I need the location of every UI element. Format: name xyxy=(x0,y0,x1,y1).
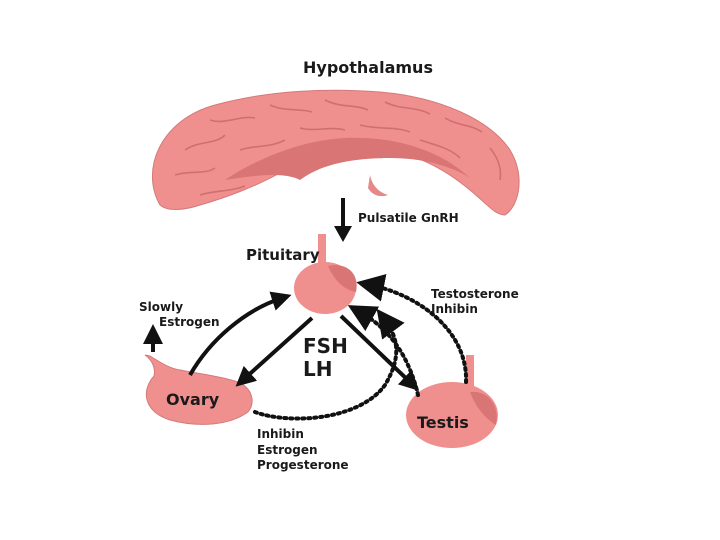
fsh-text: FSH xyxy=(303,334,348,358)
feedback-testis-outer xyxy=(356,274,469,384)
inhibin-male-text: Inhibin xyxy=(431,302,478,316)
estrogen-secretion-text: Estrogen xyxy=(159,315,220,329)
female-feedback-label: Inhibin Estrogen Progesterone xyxy=(257,427,349,474)
male-feedback-label: Testosterone Inhibin xyxy=(431,287,519,317)
feedback-ovary xyxy=(253,308,405,421)
brain-stalk xyxy=(368,175,388,197)
gonadotropin-label: FSH LH xyxy=(303,335,348,381)
pituitary-illustration xyxy=(294,234,357,314)
inhibin-female-text: Inhibin xyxy=(257,427,304,441)
dotted-arrows xyxy=(253,274,469,421)
lh-text: LH xyxy=(303,357,333,381)
hypothalamus-label: Hypothalamus xyxy=(303,58,433,77)
arrow-pituitary-to-ovary xyxy=(235,316,314,387)
ovary-label: Ovary xyxy=(166,390,220,409)
corpus-callosum xyxy=(225,137,470,180)
progesterone-text: Progesterone xyxy=(257,458,349,473)
slowly-text: Slowly xyxy=(139,300,184,314)
brain-shape xyxy=(151,89,520,216)
estrogen-female-text: Estrogen xyxy=(257,442,318,457)
testis-label: Testis xyxy=(417,413,469,432)
arrow-ovary-to-pituitary xyxy=(188,291,292,376)
testis-illustration xyxy=(406,355,498,448)
gnrh-arrow xyxy=(334,198,352,242)
gnrh-label: Pulsatile GnRH xyxy=(358,211,459,225)
pituitary-label: Pituitary xyxy=(246,246,320,264)
brain-gyri xyxy=(174,99,502,196)
testosterone-text: Testosterone xyxy=(431,287,519,301)
slowly-estrogen-label: Slowly Estrogen xyxy=(139,300,220,330)
brain-illustration xyxy=(151,89,520,216)
ovary-illustration xyxy=(144,354,253,425)
